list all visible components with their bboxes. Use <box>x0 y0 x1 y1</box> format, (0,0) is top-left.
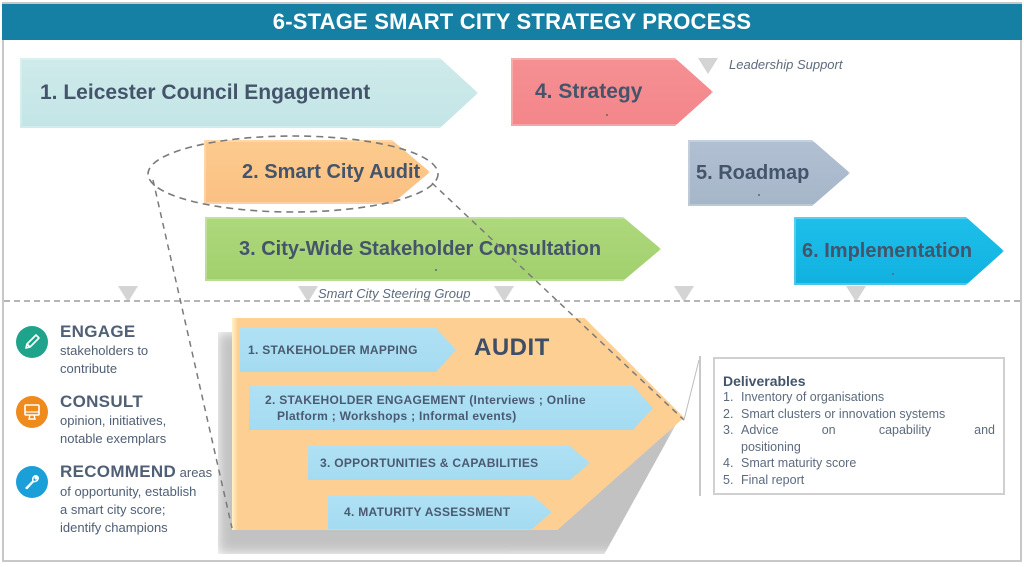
wrench-icon <box>16 466 48 498</box>
item-text: Smart maturity score <box>741 456 857 470</box>
dot-marker <box>758 194 760 196</box>
steering-group-note: Smart City Steering Group <box>318 286 471 301</box>
stage-4-arrow: 4. Strategy <box>511 58 713 126</box>
stage-3-arrow: 3. City-Wide Stakeholder Consultation <box>205 217 661 281</box>
pencil-icon <box>16 326 48 358</box>
actions-column: ENGAGE stakeholders to contribute CONSUL… <box>16 322 226 551</box>
audit-step-4-label: 4. MATURITY ASSESSMENT <box>344 505 511 519</box>
item-number: 1. <box>723 390 734 404</box>
deliverable-item: 1. Inventory of organisations <box>723 389 995 406</box>
deliverable-item: positioning <box>723 439 995 456</box>
audit-step-3-label: 3. OPPORTUNITIES & CAPABILITIES <box>320 456 539 470</box>
recommend-text-3: identify champions <box>60 520 168 535</box>
item-number: 2. <box>723 406 734 421</box>
audit-step-2-line-2: Platform ; Workshops ; Informal events) <box>277 409 517 423</box>
dot-marker <box>892 273 894 275</box>
triangle-marker <box>698 58 718 74</box>
item-text: Smart clusters or innovation systems <box>741 406 946 421</box>
audit-panel-edge <box>232 318 238 530</box>
stage-2-arrow: 2. Smart City Audit <box>204 140 430 204</box>
consult-heading: CONSULT <box>60 392 143 411</box>
item-text: Inventory of organisations <box>741 390 885 404</box>
dot-marker <box>606 114 608 116</box>
deliverable-item: 2. Smart clusters or innovation systems <box>723 406 995 423</box>
consult-text-2: notable exemplars <box>60 431 167 446</box>
audit-step-3: 3. OPPORTUNITIES & CAPABILITIES <box>308 446 590 480</box>
deliverables-box: Deliverables 1. Inventory of organisation… <box>713 357 1005 495</box>
recommend-heading: RECOMMEND areas <box>60 462 226 483</box>
triangle-marker <box>298 286 318 302</box>
audit-title: AUDIT <box>474 334 550 361</box>
stage-5-arrow: 5. Roadmap <box>688 140 850 206</box>
item-number <box>723 439 741 456</box>
stage-3-label: 3. City-Wide Stakeholder Consultation <box>239 237 602 260</box>
audit-step-4: 4. MATURITY ASSESSMENT <box>328 495 552 529</box>
recommend-item: RECOMMEND areas of opportunity, establis… <box>16 462 226 537</box>
consult-item: CONSULT opinion, initiatives, notable ex… <box>16 392 226 448</box>
audit-step-1-label: 1. STAKEHOLDER MAPPING <box>248 343 418 357</box>
item-number: 3. <box>723 423 734 437</box>
recommend-heading-label: RECOMMEND <box>60 462 177 481</box>
recommend-text-1: of opportunity, establish <box>60 484 197 499</box>
audit-step-1: 1. STAKEHOLDER MAPPING <box>240 328 456 372</box>
deliverable-item: 4. Smart maturity score <box>723 455 995 472</box>
engage-text-1: stakeholders to <box>60 343 149 358</box>
audit-step-2-line-1: 2. STAKEHOLDER ENGAGEMENT (Interviews ; … <box>265 393 586 407</box>
engage-text-2: contribute <box>60 361 118 376</box>
dashed-divider <box>4 300 1020 302</box>
stage-1-arrow: 1. Leicester Council Engagement <box>20 58 478 128</box>
stage-6-label: 6. Implementation <box>802 239 973 262</box>
deliverable-item: 5. Final report <box>723 472 995 489</box>
stage-1-label: 1. Leicester Council Engagement <box>40 81 371 104</box>
item-number: 4. <box>723 456 734 470</box>
dot-marker <box>435 269 437 271</box>
recommend-text-2: a smart city score; <box>60 502 166 517</box>
deliverables-title: Deliverables <box>723 373 806 389</box>
deliverable-item: 3. Advice on capability and <box>723 422 995 439</box>
engage-item: ENGAGE stakeholders to contribute <box>16 322 226 378</box>
item-number: 5. <box>723 472 734 487</box>
monitor-icon <box>16 396 48 428</box>
item-text: Advice on capability and <box>741 423 995 437</box>
deliverables-divider <box>699 356 701 496</box>
item-text: positioning <box>741 439 801 454</box>
diagram-title: 6-STAGE SMART CITY STRATEGY PROCESS <box>2 4 1022 40</box>
triangle-marker <box>118 286 138 302</box>
engage-heading: ENGAGE <box>60 322 136 341</box>
consult-text-1: opinion, initiatives, <box>60 413 167 428</box>
stage-5-label: 5. Roadmap <box>696 161 810 184</box>
deliverables-list: 1. Inventory of organisations 2. Smart clu… <box>723 389 995 488</box>
audit-step-2: 2. STAKEHOLDER ENGAGEMENT (Interviews ; … <box>249 386 653 430</box>
triangle-marker <box>846 286 866 302</box>
item-text: Final report <box>741 472 805 487</box>
stage-6-arrow: 6. Implementation <box>794 217 1004 285</box>
stage-2-label: 2. Smart City Audit <box>242 160 421 183</box>
recommend-heading-suffix: areas <box>176 465 213 480</box>
leadership-support-note: Leadership Support <box>729 57 843 72</box>
stage-4-label: 4. Strategy <box>535 80 643 103</box>
